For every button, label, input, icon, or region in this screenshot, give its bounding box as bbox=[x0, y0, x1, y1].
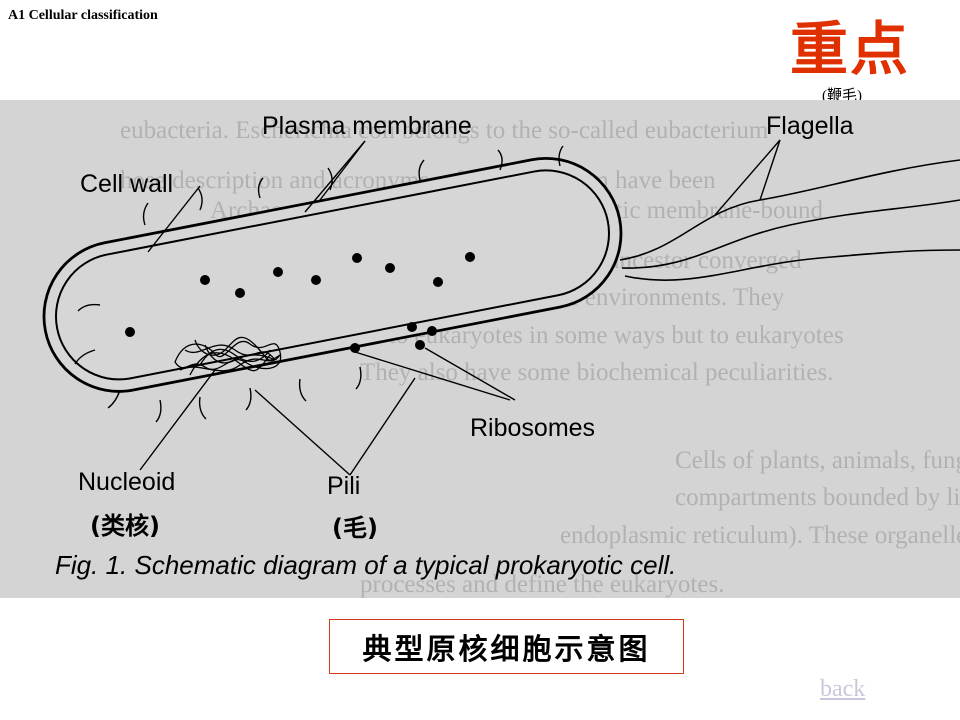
ribosome-dots bbox=[125, 252, 475, 353]
chinese-caption-text: 典型原核细胞示意图 bbox=[362, 631, 651, 666]
back-link[interactable]: back bbox=[820, 676, 866, 702]
section-title: A1 Cellular classification bbox=[8, 8, 158, 23]
cell-body bbox=[42, 157, 623, 393]
bg-text-line: eubacteria. Escherichia coli belongs to … bbox=[120, 117, 769, 144]
prokaryotic-cell-figure: eubacteria. Escherichia coli belongs to … bbox=[0, 100, 960, 598]
label-pili: Pili bbox=[327, 472, 360, 500]
figure-caption: Fig. 1. Schematic diagram of a typical p… bbox=[55, 550, 676, 580]
plasma-membrane-outline bbox=[54, 169, 610, 381]
label-plasma-membrane: Plasma membrane bbox=[262, 112, 472, 140]
bg-text-line: They also have some biochemical peculiar… bbox=[360, 359, 833, 386]
chinese-figure-labels: (类核) (毛) bbox=[90, 512, 378, 542]
bg-text-line: endoplasmic reticulum). These organelles… bbox=[560, 522, 960, 549]
label-cell-wall: Cell wall bbox=[80, 170, 173, 198]
leader-lines bbox=[139, 139, 781, 476]
bg-text-line: Cells of plants, animals, fungi and prot… bbox=[675, 447, 960, 474]
label-ribosomes: Ribosomes bbox=[470, 414, 595, 442]
pili-hairs bbox=[74, 145, 564, 423]
label-nucleoid-cn: (类核) bbox=[90, 512, 160, 540]
label-pili-cn: (毛) bbox=[332, 514, 378, 542]
nucleoid-tangle bbox=[174, 336, 282, 376]
chinese-caption-box: 典型原核细胞示意图 bbox=[329, 619, 684, 674]
cell-wall-outline bbox=[42, 157, 623, 393]
figure-labels: Plasma membrane Flagella Cell wall Ribos… bbox=[78, 112, 854, 500]
label-flagella: Flagella bbox=[766, 112, 854, 140]
bg-text-line: compartments bounded by lipid membranes … bbox=[675, 484, 960, 511]
label-nucleoid: Nucleoid bbox=[78, 468, 175, 496]
key-point-heading: 重点 bbox=[790, 15, 911, 83]
bg-text-line: processes and define the eukaryotes. bbox=[360, 571, 724, 598]
